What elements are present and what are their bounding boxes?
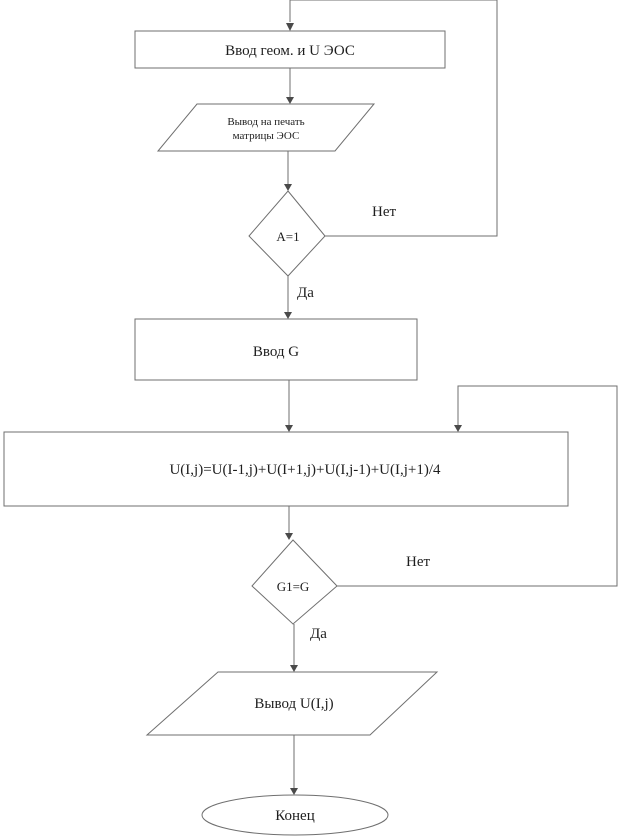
decision-a-diamond <box>248 190 326 277</box>
arrow-head <box>286 97 294 104</box>
print-matrix-label-line1: Вывод на печать <box>227 116 304 128</box>
arrow-head <box>290 665 298 672</box>
arrow-head <box>454 425 462 432</box>
print-matrix-block <box>156 103 376 152</box>
formula-block <box>3 431 569 507</box>
decision-a-no-label: Нет <box>372 204 396 220</box>
formula-label: U(I,j)=U(I-1,j)+U(I+1,j)+U(I,j-1)+U(I,j+… <box>169 462 441 478</box>
decision-g-diamond <box>251 539 338 625</box>
input-geometry-block <box>134 30 446 69</box>
arrow-head <box>284 184 292 191</box>
loop-back-line-a <box>289 0 498 237</box>
decision-g-no-label: Нет <box>406 554 430 570</box>
output-u-block <box>145 671 439 736</box>
arrow-head <box>284 312 292 319</box>
input-g-block <box>134 318 418 381</box>
end-label: Конец <box>275 808 314 824</box>
decision-a-yes-label: Да <box>297 285 314 301</box>
arrow-head <box>285 425 293 432</box>
loop-back-line-g <box>337 385 618 587</box>
arrow-head <box>290 788 298 795</box>
end-terminator <box>201 794 389 836</box>
output-u-label: Вывод U(I,j) <box>254 696 333 712</box>
print-matrix-label-line2: матрицы ЭОС <box>233 130 300 142</box>
arrow-head <box>285 533 293 540</box>
decision-g-yes-label: Да <box>310 626 327 642</box>
decision-a-label: A=1 <box>276 229 299 244</box>
decision-g-label: G1=G <box>277 579 310 594</box>
input-geometry-label: Ввод геом. и U ЭОС <box>225 43 355 59</box>
arrow-head <box>286 23 294 31</box>
input-g-label: Ввод G <box>253 344 299 360</box>
